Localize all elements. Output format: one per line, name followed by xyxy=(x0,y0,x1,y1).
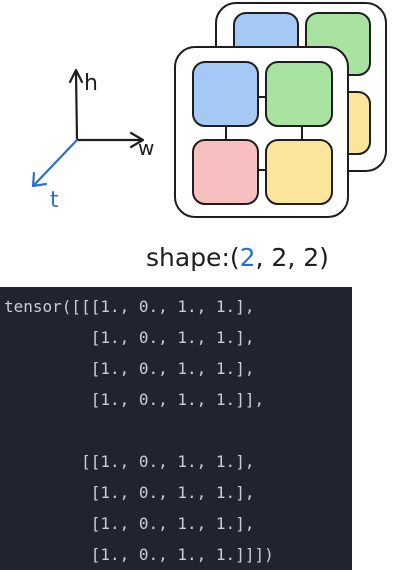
t-axis-label: t xyxy=(50,188,59,213)
code-line: [1., 0., 1., 1.]]]) xyxy=(4,545,274,564)
front-cell-yellow xyxy=(265,139,333,205)
code-line: [1., 0., 1., 1.], xyxy=(4,514,255,533)
h-axis-label: h xyxy=(84,71,98,96)
front-cell-red xyxy=(192,139,259,205)
h-axis-line xyxy=(74,70,79,142)
shape-label: shape:(2, 2, 2) xyxy=(146,243,329,272)
code-line: [1., 0., 1., 1.], xyxy=(4,483,255,502)
h-axis-arrowhead xyxy=(68,68,84,84)
front-cell-blue xyxy=(192,61,259,127)
code-line: [1., 0., 1., 1.]], xyxy=(4,390,265,409)
front-cell-green xyxy=(265,61,333,127)
tensor-output: tensor([[[1., 0., 1., 1.], [1., 0., 1., … xyxy=(0,287,352,570)
code-output-panel: tensor([[[1., 0., 1., 1.], [1., 0., 1., … xyxy=(0,287,352,570)
w-axis-arrowhead xyxy=(129,131,145,149)
front-layer xyxy=(174,46,349,218)
code-line: [1., 0., 1., 1.], xyxy=(4,359,255,378)
tensor-diagram: h w t shape:(2, 2, 2) xyxy=(31,2,387,272)
code-line: [[1., 0., 1., 1.], xyxy=(4,452,255,471)
code-line: tensor([[[1., 0., 1., 1.], xyxy=(4,297,255,316)
shape-rest: , 2, 2) xyxy=(256,243,329,272)
shape-t-dim: 2 xyxy=(240,243,256,272)
axes xyxy=(31,68,145,188)
w-axis-label: w xyxy=(138,136,154,160)
code-line: [1., 0., 1., 1.], xyxy=(4,328,255,347)
t-axis-arrowhead xyxy=(31,171,48,188)
shape-prefix: shape:( xyxy=(146,243,240,272)
t-axis-line xyxy=(33,138,79,186)
